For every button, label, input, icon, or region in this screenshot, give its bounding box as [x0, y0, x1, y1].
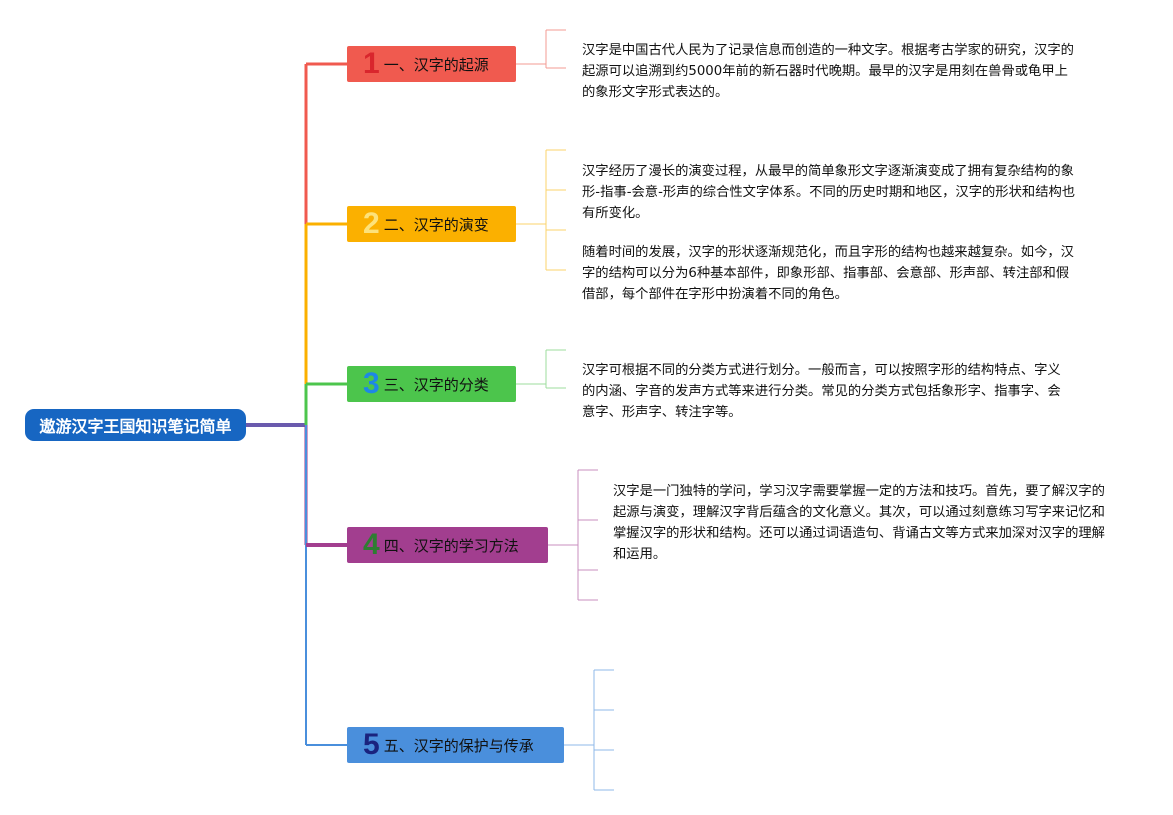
number-4-icon: 4	[363, 528, 380, 561]
note-origin: 汉字是中国古代人民为了记录信息而创造的一种文字。根据考古学家的研究，汉字的起源可…	[582, 43, 1074, 100]
root-topic-label: 遨游汉字王国知识笔记简单	[39, 417, 232, 436]
branch-classification[interactable]: 3 三、汉字的分类	[347, 366, 516, 402]
branch-evolution-label: 二、汉字的演变	[383, 215, 489, 234]
number-3-icon: 3	[363, 367, 380, 400]
number-1-icon: 1	[363, 47, 380, 80]
branch-origin-label: 一、汉字的起源	[383, 55, 489, 74]
branch-origin[interactable]: 1 一、汉字的起源	[347, 46, 516, 82]
branch-protection[interactable]: 5 五、汉字的保护与传承	[347, 727, 564, 763]
root-topic[interactable]: 遨游汉字王国知识笔记简单	[25, 409, 246, 441]
branch-protection-label: 五、汉字的保护与传承	[383, 736, 534, 755]
note-learning: 汉字是一门独特的学问，学习汉字需要掌握一定的方法和技巧。首先，要了解汉字的起源与…	[613, 484, 1105, 562]
note-evolution-1: 汉字经历了漫长的演变过程，从最早的简单象形文字逐渐演变成了拥有复杂结构的象形-指…	[582, 164, 1076, 221]
number-2-icon: 2	[363, 207, 380, 240]
branch-classification-label: 三、汉字的分类	[383, 375, 489, 394]
note-classification: 汉字可根据不同的分类方式进行划分。一般而言，可以按照字形的结构特点、字义的内涵、…	[582, 363, 1061, 420]
number-5-icon: 5	[363, 728, 380, 761]
branch-learning-methods[interactable]: 4 四、汉字的学习方法	[347, 527, 548, 563]
branch-learning-methods-label: 四、汉字的学习方法	[383, 536, 519, 555]
note-evolution-2: 随着时间的发展，汉字的形状逐渐规范化，而且字形的结构也越来越复杂。如今，汉字的结…	[582, 245, 1074, 302]
branch-evolution[interactable]: 2 二、汉字的演变	[347, 206, 516, 242]
